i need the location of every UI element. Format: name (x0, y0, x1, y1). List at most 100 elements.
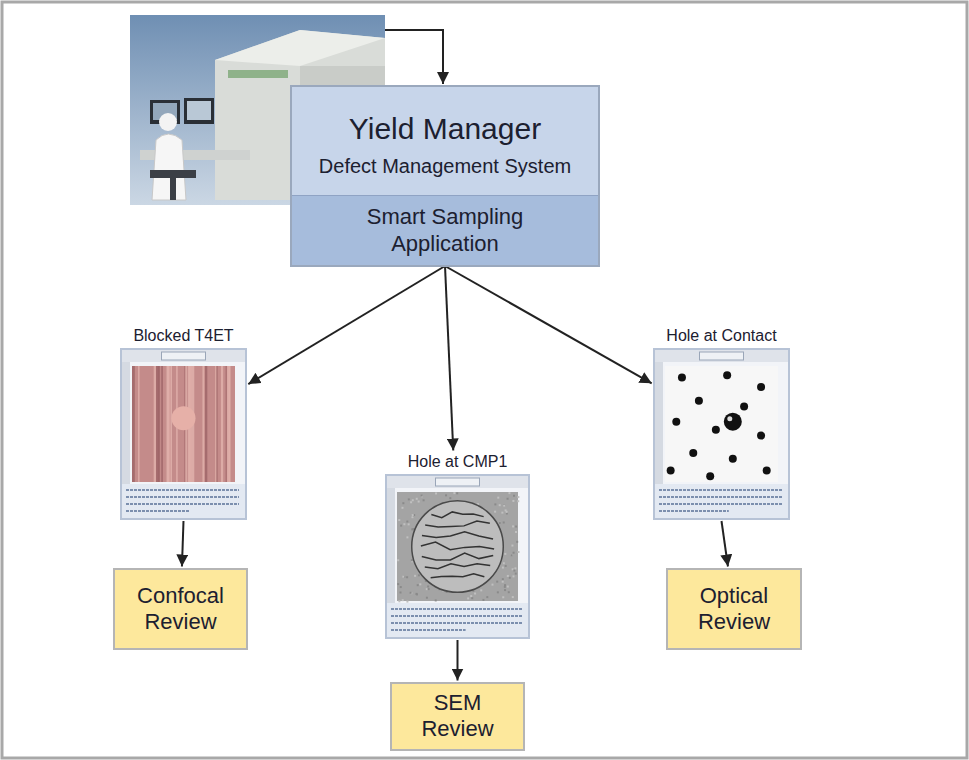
screenshot-picture (402, 502, 404, 504)
screenshot-picture (406, 576, 408, 578)
screenshot-picture (170, 366, 172, 482)
screenshot-picture (387, 488, 395, 605)
screenshot-picture (427, 585, 429, 587)
screenshot-picture (397, 492, 518, 601)
screenshot-picture (132, 366, 235, 482)
screenshot-picture (411, 516, 413, 518)
feed-arrow (385, 30, 443, 84)
screenshot-picture (740, 403, 748, 411)
screenshot-picture (505, 565, 507, 567)
screenshot-picture (426, 597, 428, 599)
node-text: SEM Review (398, 690, 517, 743)
inspection-tool-photo (187, 101, 211, 120)
screenshot-picture (514, 567, 516, 569)
screenshot-picture (435, 599, 437, 601)
screenshot-picture (400, 525, 402, 527)
screenshot-picture (491, 584, 493, 586)
review-box: Optical Review (666, 568, 802, 650)
screenshot-picture (503, 562, 505, 564)
screenshot-picture (453, 492, 455, 494)
screenshot-picture (419, 583, 421, 585)
screenshot-picture (410, 592, 412, 594)
screenshot-picture (391, 629, 466, 631)
screenshot-picture (445, 494, 447, 496)
screenshot-picture (132, 366, 135, 482)
screenshot-picture (162, 352, 206, 360)
screenshot-picture (655, 350, 788, 362)
screenshot-frame (120, 348, 247, 520)
screenshot-picture (507, 586, 509, 588)
screenshot-picture (497, 497, 499, 499)
screenshot-picture (387, 476, 528, 488)
screenshot-picture (216, 366, 217, 482)
screenshot-picture (513, 552, 515, 554)
screenshot-picture (226, 366, 227, 482)
screenshot-picture (205, 366, 207, 482)
screenshot-picture (516, 541, 518, 543)
screenshot-picture (513, 570, 515, 572)
node-text: Confocal Review (121, 583, 240, 636)
screenshot-picture (398, 519, 400, 521)
screenshot-picture (727, 416, 732, 421)
screenshot-picture (494, 511, 496, 513)
screenshot-picture (467, 597, 469, 599)
screenshot-picture (415, 593, 417, 595)
screenshot-picture (655, 350, 788, 518)
screenshot-picture (387, 476, 528, 637)
screenshot-picture (695, 397, 703, 405)
screenshot-picture (494, 503, 496, 505)
screenshot-picture (507, 498, 509, 500)
screenshot-picture (712, 426, 720, 434)
screenshot-picture (391, 615, 522, 617)
screenshot-picture (486, 596, 488, 598)
screenshot-picture (421, 542, 494, 550)
inspection-tool-photo (159, 113, 177, 131)
screenshot-picture (655, 362, 663, 486)
screenshot-picture (474, 593, 476, 595)
screenshot-picture (161, 366, 163, 482)
screenshot-picture (400, 586, 402, 588)
screenshot-picture (122, 350, 245, 518)
defect-image: Hole at CMP1 (385, 452, 530, 639)
screenshot-picture (122, 350, 245, 362)
screenshot-picture (416, 498, 418, 500)
screenshot-picture (665, 366, 778, 482)
screenshot-picture (412, 499, 414, 501)
screenshot-picture (517, 500, 519, 502)
screenshot-picture (470, 595, 472, 597)
screenshot-picture (504, 584, 506, 586)
screenshot-picture (672, 418, 680, 426)
screenshot-picture (655, 484, 788, 518)
review-box: Confocal Review (113, 568, 248, 650)
screenshot-picture (126, 503, 239, 505)
screenshot-picture (502, 581, 504, 583)
node-text: Hole at CMP1 (385, 452, 530, 474)
screenshot-picture (418, 574, 420, 576)
screenshot-picture (501, 512, 503, 514)
flow-arrow (457, 640, 459, 681)
screenshot-picture (757, 383, 765, 391)
screenshot-picture (406, 536, 408, 538)
screenshot-picture (426, 588, 428, 590)
screenshot-picture (387, 603, 528, 637)
screenshot-picture (504, 589, 506, 591)
screenshot-picture (398, 600, 400, 602)
screenshot-picture (724, 413, 742, 431)
screenshot-picture (482, 599, 484, 601)
screenshot-picture (665, 366, 778, 482)
screenshot-picture (410, 501, 412, 503)
application-band: Smart Sampling Application (292, 195, 598, 265)
screenshot-picture (505, 509, 507, 511)
screenshot-picture (512, 525, 514, 527)
screenshot-picture (412, 514, 414, 516)
screenshot-picture (411, 528, 413, 530)
node-slot: Smart Sampling Application (292, 195, 598, 265)
screenshot-picture (397, 559, 399, 561)
screenshot-picture (499, 522, 501, 524)
screenshot-picture (425, 564, 490, 569)
screenshot-picture (517, 496, 519, 498)
screenshot-picture (507, 575, 509, 577)
screenshot-picture (502, 596, 504, 598)
